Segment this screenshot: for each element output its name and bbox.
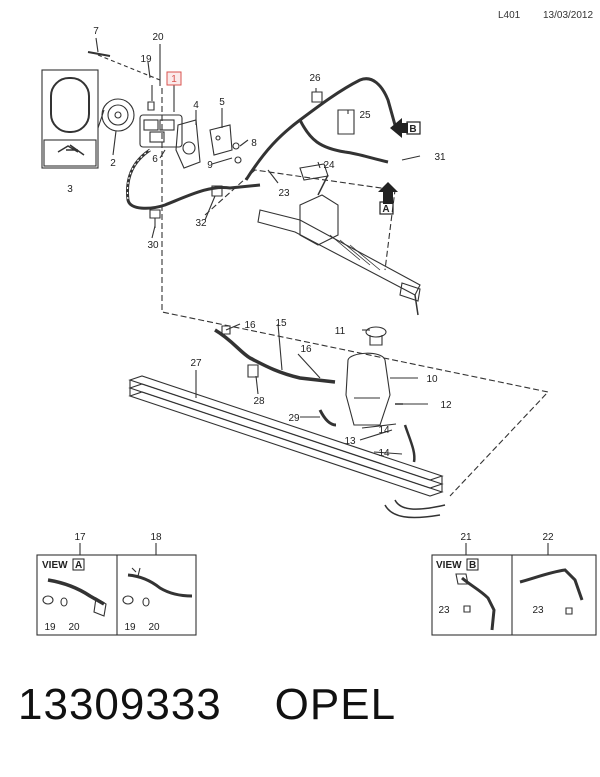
callout-32: 32 — [195, 218, 207, 229]
clip-32 — [211, 185, 223, 197]
callout-27: 27 — [190, 358, 202, 369]
view-a-r-callout-20: 20 — [148, 622, 160, 633]
callout-25: 25 — [359, 110, 371, 121]
power-steering-pump — [139, 85, 242, 169]
pressure-line — [244, 77, 397, 181]
callout-6: 6 — [152, 154, 158, 165]
bracket-25 — [337, 109, 355, 135]
callout-16a: 16 — [244, 320, 256, 331]
return-hose — [214, 328, 336, 384]
view-b-letter: B — [469, 560, 476, 571]
hose-29 — [318, 409, 337, 427]
callout-5: 5 — [219, 97, 225, 108]
view-b-r-callout-23: 23 — [532, 605, 544, 616]
bracket-28 — [247, 364, 259, 378]
callout-23: 23 — [278, 188, 290, 199]
view-a-callout-20: 20 — [68, 622, 80, 633]
feed-line — [298, 119, 389, 164]
fluid-reservoir — [345, 326, 403, 426]
clip-30 — [149, 209, 161, 228]
view-a-r-callout-19: 19 — [124, 622, 136, 633]
callout-3: 3 — [67, 184, 73, 195]
steering-rack — [257, 174, 421, 316]
arrow-b-letter: B — [409, 124, 416, 135]
clip-16 — [221, 325, 231, 335]
callout-30: 30 — [147, 240, 159, 251]
view-a-letter: A — [75, 560, 82, 571]
clip-26 — [311, 91, 323, 103]
callout-14b: 14 — [378, 448, 390, 459]
assembly-outline — [161, 88, 550, 497]
callout-2: 2 — [110, 158, 116, 169]
bolt-7 — [87, 51, 111, 57]
view-b-box — [431, 554, 597, 636]
callout-24: 24 — [323, 160, 335, 171]
callout-13: 13 — [344, 436, 356, 447]
belt-box — [41, 69, 99, 169]
callout-12: 12 — [440, 400, 452, 411]
callout-22: 22 — [542, 532, 554, 543]
callout-9: 9 — [207, 160, 213, 171]
arrow-a — [378, 182, 398, 215]
callout-19: 19 — [140, 54, 152, 65]
view-a-label: VIEW — [42, 560, 68, 571]
callout-8: 8 — [251, 138, 257, 149]
callout-18: 18 — [150, 532, 162, 543]
arrow-b — [390, 118, 421, 138]
callout-28: 28 — [253, 396, 265, 407]
view-b-label: VIEW — [436, 560, 462, 571]
arrow-a-letter: A — [382, 204, 389, 215]
callout-11: 11 — [335, 326, 346, 337]
callout-10: 10 — [426, 374, 438, 385]
pump-return-hose — [125, 148, 261, 210]
diagram-date: 13/03/2012 — [543, 10, 594, 21]
pulley — [97, 98, 135, 132]
callout-15: 15 — [275, 318, 287, 329]
oil-cooler — [128, 375, 446, 519]
callout-26: 26 — [309, 73, 321, 84]
callout-box-1 — [166, 71, 182, 86]
callout-7: 7 — [93, 26, 99, 37]
part-title: 13309333 OPEL — [18, 680, 396, 730]
diagram-ref: L401 — [498, 10, 521, 21]
line-14 — [403, 424, 416, 463]
callout-21: 21 — [460, 532, 472, 543]
callout-4: 4 — [193, 100, 199, 111]
callout-16b: 16 — [300, 344, 312, 355]
callout-31: 31 — [434, 152, 446, 163]
part-number: 13309333 — [18, 680, 222, 729]
brand-name: OPEL — [274, 680, 397, 729]
callout-14a: 14 — [378, 425, 390, 436]
callout-1: 1 — [171, 74, 177, 85]
callout-17: 17 — [74, 532, 86, 543]
view-b-callout-23: 23 — [438, 605, 450, 616]
view-a-callout-19: 19 — [44, 622, 56, 633]
callout-20: 20 — [152, 32, 164, 43]
callout-29: 29 — [288, 413, 300, 424]
